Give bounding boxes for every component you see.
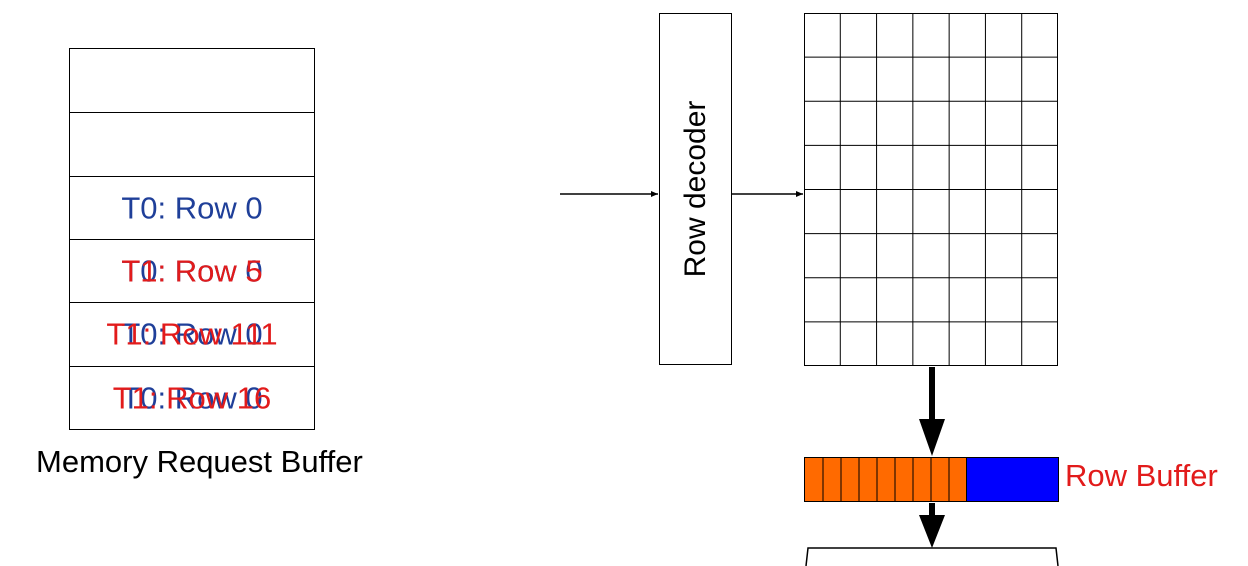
request-text: T0: Row 0	[121, 190, 263, 226]
row-buffer-label: Row Buffer	[1065, 458, 1218, 493]
request-text: T0: Row 0	[121, 380, 263, 416]
array-to-buffer-arrow-head	[919, 419, 945, 456]
dram-cell-array	[804, 13, 1058, 366]
row-decoder-label: Row decoder	[678, 100, 712, 278]
row-buffer-cells	[822, 458, 967, 501]
request-text: T1: Row 5	[121, 253, 263, 289]
row-buffer-fill	[805, 458, 967, 501]
request-text: T1: Row 16	[112, 380, 272, 416]
buffer-slot	[70, 49, 314, 112]
row-buffer: 0	[804, 457, 1059, 502]
memory-request-buffer-label: Memory Request Buffer	[36, 444, 363, 479]
request-text: T1: Row 111	[106, 316, 278, 352]
request-text: T0: Row 0	[121, 316, 263, 352]
buffer-slot	[70, 112, 314, 175]
row-decoder: Row decoder	[659, 13, 732, 365]
buffer-slot: T0: Row 0	[70, 175, 314, 239]
request-text: T0: Row 0	[121, 253, 263, 289]
